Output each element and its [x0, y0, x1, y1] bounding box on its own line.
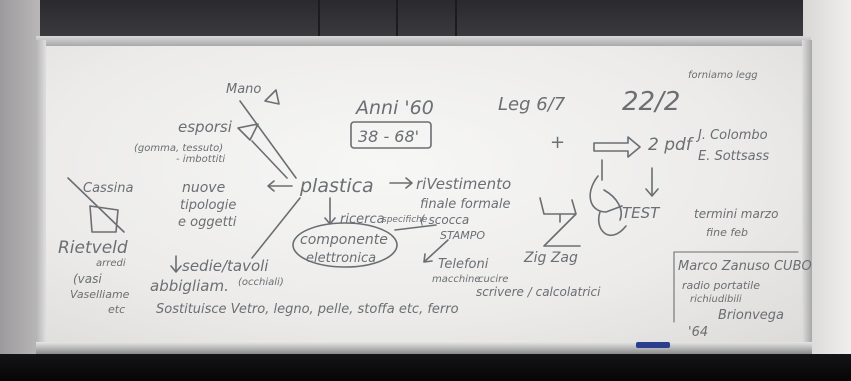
connector-line [394, 224, 437, 231]
note-abbigliamento: abbigliam. [150, 277, 229, 295]
sketch-chair-profile [589, 175, 627, 237]
arrow-left [267, 180, 293, 192]
note-rivestimento: riVestimento [416, 175, 511, 193]
wall-panel-seam [396, 0, 398, 40]
arrow-down-left [423, 239, 449, 263]
componente-ellipse [292, 222, 398, 268]
note-elettronica: elettronica [306, 251, 376, 266]
note-sedie: sedie/tavoli [182, 257, 269, 275]
arrow-down [170, 255, 182, 273]
dark-floor [0, 354, 851, 381]
note-fine: fine feb [706, 226, 748, 239]
sketch-triangle [237, 123, 259, 141]
note-esporsi: esporsi [178, 118, 233, 136]
wall-panel-seam [318, 0, 320, 40]
note-nuove: nuove [182, 180, 225, 196]
note-plastica: plastica [299, 175, 374, 197]
double-arrow [593, 136, 641, 158]
note-cucire: cucire [478, 274, 508, 285]
sketch-triangle-small [264, 89, 280, 105]
note-termini: termini marzo [694, 207, 778, 221]
arrow-down [324, 197, 336, 225]
note-64: '64 [688, 325, 708, 340]
note-rietveld: Rietveld [58, 238, 128, 258]
note-sostituisce: Sostituisce Vetro, legno, pelle, stoffa … [156, 302, 459, 317]
note-richiudibili: richiudibili [690, 294, 742, 305]
arrow-right [389, 177, 413, 189]
note-specifiche: specifiche [382, 215, 428, 225]
marker-tray [36, 342, 812, 354]
note-gomma: (gomma, tessuto) [134, 143, 223, 154]
note-radio: radio portatile [682, 279, 760, 292]
note-test: TEST [622, 204, 661, 222]
whiteboard-frame-right [802, 40, 812, 350]
connector-line [239, 100, 297, 179]
note-anni: Anni '60 [354, 97, 434, 119]
note-plus: + [550, 132, 565, 153]
note-2pdf: 2 pdf [648, 135, 695, 155]
note-e-oggetti: e oggetti [178, 215, 237, 230]
note-macchine: macchine [432, 274, 480, 285]
note-vasi: (vasi [73, 272, 102, 286]
note-date: 22/2 [622, 87, 680, 117]
note-zanuso: Marco Zanuso CUBO [678, 259, 812, 274]
connector-line [251, 140, 288, 179]
whiteboard-surface [46, 46, 802, 344]
whiteboard-frame-left [36, 40, 46, 350]
note-cassina: Cassina [83, 181, 133, 196]
note-scocca: ( scocca [420, 213, 469, 227]
note-imbottiti: - imbottiti [176, 154, 225, 165]
note-scrivere: scrivere / calcolatrici [476, 285, 601, 299]
left-wall [0, 0, 40, 381]
note-tipologie: tipologie [180, 198, 236, 213]
sketch-chair [67, 177, 125, 233]
sketch-zig-zag-chair [539, 197, 581, 247]
whiteboard-frame-top [36, 36, 811, 46]
ceiling-dark-wall [0, 0, 851, 40]
note-finale: finale formale [420, 197, 510, 212]
note-occhiali: (occhiali) [238, 277, 284, 288]
note-telefoni: Telefoni [438, 257, 489, 272]
note-colombo: J. Colombo [695, 128, 768, 143]
note-zig-zag: Zig Zag [523, 250, 578, 266]
note-range: 38 - 68' [358, 127, 419, 146]
note-arredi: arredi [96, 258, 126, 269]
note-sottsass: E. Sottsass [698, 149, 769, 164]
note-mano: Mano [226, 82, 261, 97]
note-etc: etc [108, 303, 125, 316]
note-leg: Leg 6/7 [498, 94, 566, 115]
note-vaselliame: Vaselliame [70, 288, 130, 301]
note-brionvega: Brionvega [718, 308, 784, 323]
connector-line [251, 197, 301, 259]
range-box [350, 121, 432, 149]
note-stampo: STAMPO [440, 229, 485, 242]
note-forniamo-legg: forniamo legg [688, 70, 758, 81]
arrow-down [645, 167, 659, 197]
whiteboard-eraser [636, 342, 670, 348]
wall-panel-seam [455, 0, 457, 40]
note-componente: componente [300, 232, 388, 248]
